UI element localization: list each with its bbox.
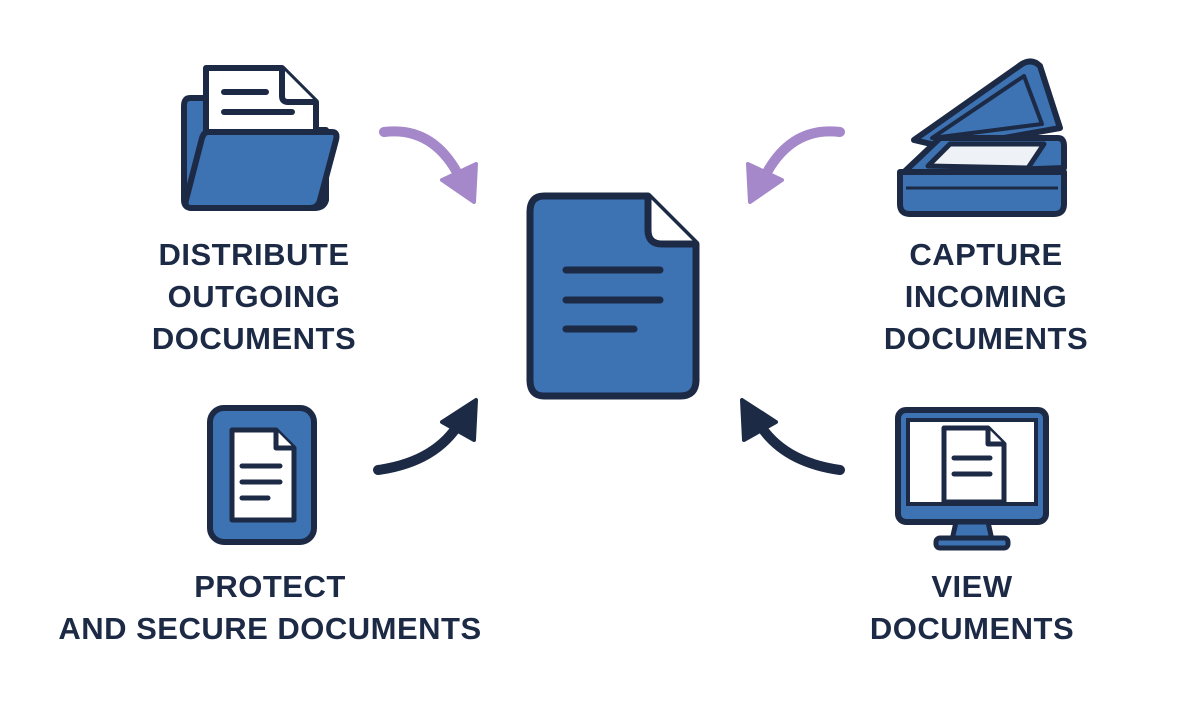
dark-arrow-icon — [373, 398, 478, 475]
label-line: DOCUMENTS — [151, 321, 357, 356]
label-line: CAPTURE — [909, 237, 1063, 272]
scanner-icon — [897, 58, 1067, 217]
purple-arrow-icon — [379, 126, 478, 204]
view-documents-label: VIEW DOCUMENTS — [832, 566, 1112, 650]
label-line: VIEW — [931, 569, 1013, 604]
folder-document-icon — [181, 65, 340, 211]
label-line: DOCUMENTS — [883, 321, 1089, 356]
capture-incoming-documents-label: CAPTURE INCOMING DOCUMENTS — [846, 234, 1126, 360]
monitor-document-icon — [895, 407, 1049, 551]
label-line: PROTECT — [194, 569, 346, 604]
label-line: DISTRIBUTE — [158, 237, 350, 272]
purple-arrow-icon — [746, 126, 845, 204]
protect-and-secure-documents-label: PROTECT AND SECURE DOCUMENTS — [40, 566, 500, 650]
document-icon — [526, 192, 700, 400]
dark-arrow-icon — [740, 398, 845, 475]
label-line: INCOMING — [904, 279, 1068, 314]
distribute-outgoing-documents-label: DISTRIBUTE OUTGOING DOCUMENTS — [114, 234, 394, 360]
tablet-document-icon — [207, 405, 317, 545]
label-line: DOCUMENTS — [869, 611, 1075, 646]
label-line: OUTGOING — [167, 279, 341, 314]
label-line: AND SECURE DOCUMENTS — [58, 611, 482, 646]
